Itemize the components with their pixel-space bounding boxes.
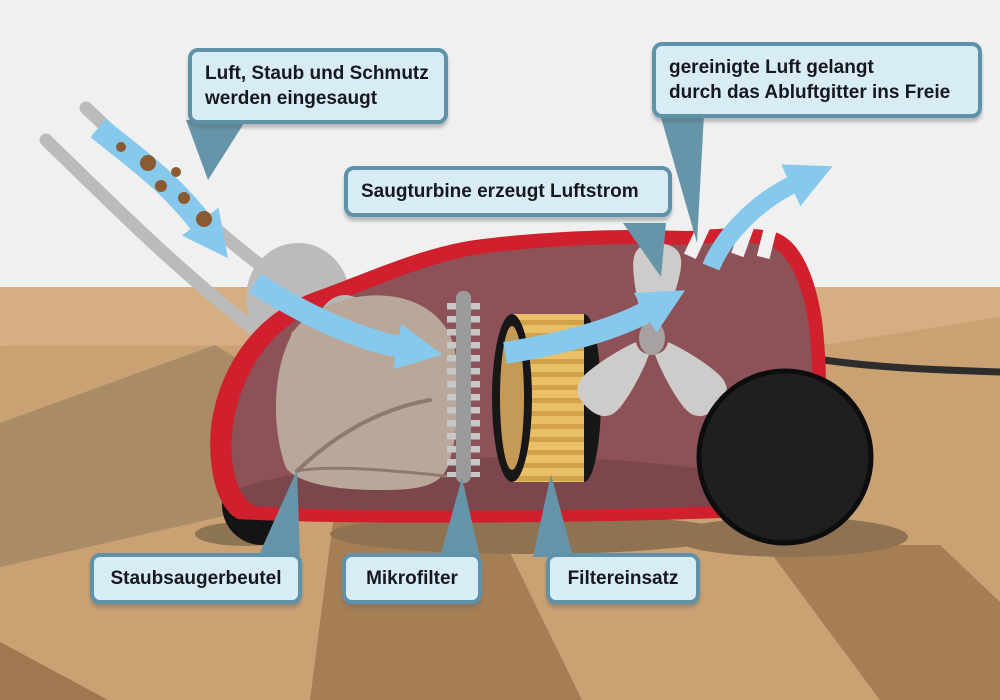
grille-slot [731,218,756,258]
label-dust-bag: Staubsaugerbeutel [90,553,302,604]
pointer-intake [186,120,246,180]
pointer-filter-insert [533,474,573,557]
airflow-arrow-exhaust [702,164,833,271]
bag-crease-1 [295,398,432,473]
exhaust-grille [684,218,779,260]
grille-slot [684,220,711,260]
power-cord [823,356,1000,376]
callout-pointers [186,114,704,557]
filter-ring-inner [500,326,524,470]
bag-crease-2 [295,466,448,478]
pointer-turbine [623,223,666,277]
label-turbine: Saugturbine erzeugt Luftstrom [344,166,672,217]
airflow-arrow-hose [90,118,229,259]
grille-slot [756,220,779,260]
dust-particles [116,142,212,227]
dust-bag [275,295,459,490]
airflow-arrow-through-filter [503,290,686,364]
label-filter-insert: Filtereinsatz [546,553,700,604]
pointer-bag [258,470,300,557]
hose-wall-lower [39,133,262,337]
micro-filter [447,291,480,483]
fan-blade-left [577,342,650,417]
fan-blade-right [654,342,727,417]
bag-shape [275,295,459,490]
floor-plank-dark-right [765,545,1000,700]
under-body-shadow [330,514,730,554]
micro-filter-bar [456,291,471,483]
rear-wheel [696,368,874,546]
floor-plank-corner [0,642,108,700]
label-intake: Luft, Staub und Schmutz werden eingesaug… [188,48,448,124]
airflow-arrow-into-bag [249,273,443,370]
fan-hub [639,321,665,355]
label-exhaust: gereinigte Luft gelangt durch das Abluft… [652,42,982,118]
pointer-microfilter [440,478,480,557]
label-microfilter: Mikrofilter [342,553,482,604]
pointer-exhaust [660,114,704,243]
